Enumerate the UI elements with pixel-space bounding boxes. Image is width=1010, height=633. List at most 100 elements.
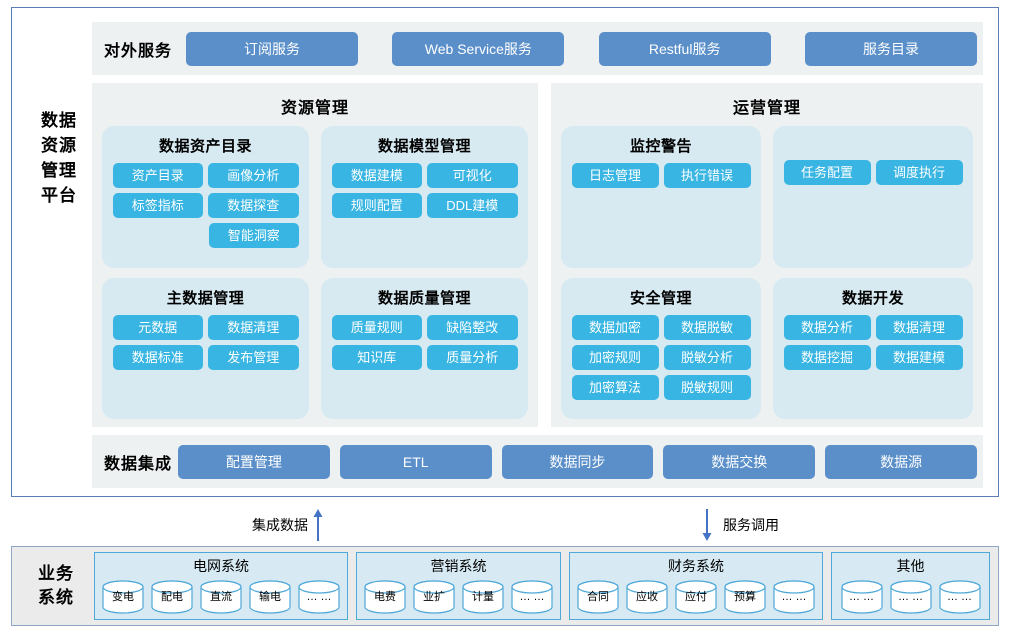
chip[interactable]: 脱敏规则 [663,374,751,400]
database-icon[interactable]: … … [772,579,816,615]
data-integration-bar: 数据集成 配置管理 ETL 数据同步 数据交换 数据源 [92,435,983,488]
card-master-data-management: 主数据管理 元数据 数据清理 数据标准 发布管理 [102,277,309,419]
database-label: 输电 [259,590,281,603]
chip[interactable]: 数据加密 [571,314,659,340]
chip[interactable]: 脱敏分析 [663,344,751,370]
chip[interactable]: 加密算法 [571,374,659,400]
chip[interactable]: 执行错误 [663,163,751,188]
business-group-title: 财务系统 [668,558,724,574]
chip[interactable]: 数据挖掘 [783,344,871,370]
business-group-finance: 财务系统 合同 应收 应付 [569,552,823,620]
database-icon[interactable]: 变电 [101,579,145,615]
database-icon[interactable]: 业扩 [412,579,456,615]
chip[interactable]: 任务配置 [783,160,871,185]
database-label: 配电 [161,590,183,603]
chip[interactable]: 数据分析 [783,314,871,340]
chip[interactable]: 调度执行 [875,160,963,185]
integration-button[interactable]: 数据同步 [501,444,654,479]
database-label: … … [306,590,332,603]
card-title: 安全管理 [629,289,692,307]
database-label: 应付 [685,590,707,603]
card-data-development: 数据开发 数据分析 数据清理 数据挖掘 数据建模 [773,277,973,419]
database-icon[interactable]: 预算 [723,579,767,615]
database-icon[interactable]: … … [938,579,982,615]
chip[interactable]: 缺陷整改 [427,314,518,340]
chip[interactable]: 标签指标 [112,193,203,218]
chip[interactable]: 数据清理 [875,314,963,340]
chip[interactable]: DDL建模 [427,193,518,218]
service-button[interactable]: 订阅服务 [186,31,359,66]
chip[interactable]: 加密规则 [571,344,659,370]
database-icon[interactable]: 配电 [150,579,194,615]
business-group-title: 其他 [896,558,925,574]
database-icon[interactable]: 输电 [248,579,292,615]
integration-button[interactable]: 数据源 [825,444,977,479]
chip-list: 元数据 数据清理 数据标准 发布管理 [112,314,299,370]
connector-service-call: 服务调用 [697,508,779,542]
card-title: 数据质量管理 [377,289,471,307]
business-group-marketing: 营销系统 电费 业扩 计量 [356,552,561,620]
database-label: 业扩 [423,590,445,603]
card-task-scheduling: 任务配置 调度执行 [773,126,973,268]
business-group-power-grid: 电网系统 变电 配电 直流 [94,552,348,620]
connector-label: 服务调用 [723,517,779,533]
chip[interactable]: 数据探查 [208,193,299,218]
service-button[interactable]: Restful服务 [598,31,771,66]
data-integration-title: 数据集成 [104,455,173,473]
chip[interactable]: 日志管理 [571,163,659,188]
platform-label-line: 数据 [41,111,77,130]
integration-button[interactable]: ETL [339,444,492,479]
section-resource-management: 资源管理 数据资产目录 资产目录 画像分析 标签指标 数据探查 智能洞察 [92,83,538,427]
database-label: 计量 [472,590,494,603]
database-label: 应收 [636,590,658,603]
database-icon[interactable]: 应付 [674,579,718,615]
chip[interactable]: 数据脱敏 [663,314,751,340]
arrow-up-icon [313,509,323,541]
chip[interactable]: 可视化 [427,163,518,188]
database-label: 合同 [587,590,609,603]
chip[interactable]: 资产目录 [112,163,203,188]
integration-button[interactable]: 数据交换 [663,444,816,479]
chip[interactable]: 数据标准 [112,344,203,370]
platform-label-line: 管理 [41,161,77,180]
card-title: 数据资产目录 [158,138,252,155]
chip-list: 数据分析 数据清理 数据挖掘 数据建模 [783,314,963,370]
database-icon[interactable]: … … [840,579,884,615]
chip[interactable]: 元数据 [112,314,203,340]
service-button[interactable]: Web Service服务 [392,31,565,66]
chip[interactable]: 发布管理 [208,344,299,370]
card-monitoring-alert: 监控警告 日志管理 执行错误 [561,126,761,268]
card-title: 数据开发 [841,289,904,307]
chip[interactable]: 质量分析 [427,344,518,370]
database-icon[interactable]: 应收 [625,579,669,615]
database-icon[interactable]: … … [297,579,341,615]
database-label: … … [897,590,924,603]
database-icon[interactable]: 合同 [576,579,620,615]
chip-list: 任务配置 调度执行 [783,160,963,185]
database-label: 预算 [734,590,756,603]
chip[interactable]: 智能洞察 [208,223,299,248]
database-icon[interactable]: … … [889,579,933,615]
card-title: 主数据管理 [166,289,245,307]
chip[interactable]: 数据清理 [208,314,299,340]
chip[interactable]: 数据建模 [875,344,963,370]
database-node-row: 电费 业扩 计量 … … [363,578,554,615]
chip[interactable]: 知识库 [331,344,422,370]
chip[interactable]: 质量规则 [331,314,422,340]
database-node-row: 合同 应收 应付 预算 [576,578,816,615]
integration-button[interactable]: 配置管理 [178,444,330,479]
business-groups: 电网系统 变电 配电 直流 [94,552,990,620]
database-icon[interactable]: 直流 [199,579,243,615]
platform-label: 数据 资源 管理 平台 [24,108,94,208]
database-icon[interactable]: 计量 [461,579,505,615]
chip[interactable]: 规则配置 [331,193,422,218]
database-icon[interactable]: 电费 [363,579,407,615]
database-icon[interactable]: … … [510,579,554,615]
external-services-title: 对外服务 [104,42,173,60]
section-operations-management: 运营管理 监控警告 日志管理 执行错误 任务配置 调度执行 [551,83,983,427]
service-button[interactable]: 服务目录 [805,31,977,66]
card-title: 数据模型管理 [377,138,471,155]
arrow-down-icon [702,509,712,541]
chip[interactable]: 画像分析 [208,163,299,188]
chip[interactable]: 数据建模 [331,163,422,188]
